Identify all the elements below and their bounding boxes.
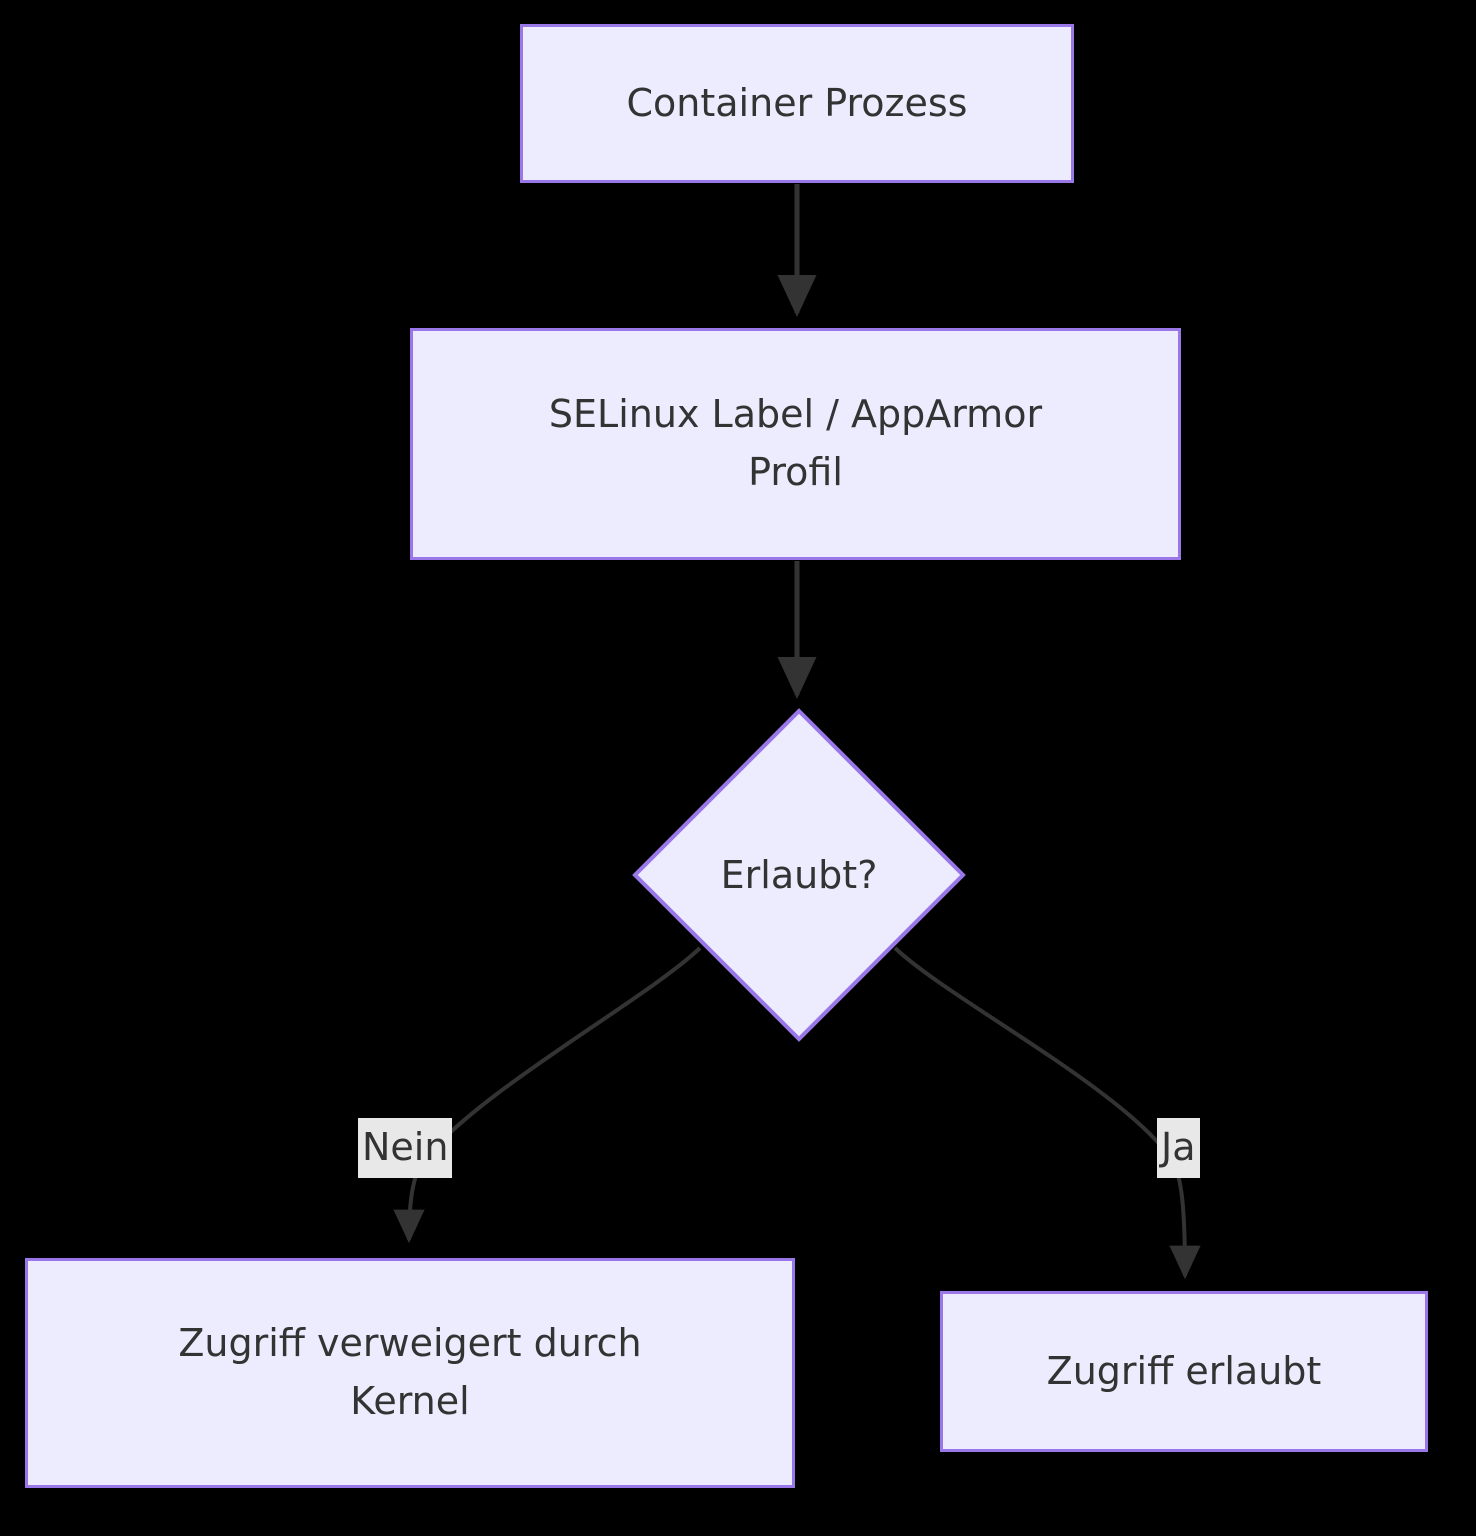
node-label: Container Prozess: [626, 80, 968, 125]
edge-label-ja: Ja: [1157, 1118, 1200, 1178]
node-label: Zugriff erlaubt: [1046, 1348, 1322, 1393]
edge-label-nein: Nein: [358, 1118, 453, 1178]
node-label: Zugriff verweigert durch Kernel: [178, 1321, 642, 1423]
node-erlaubt[interactable]: Erlaubt?: [631, 707, 967, 1043]
node-zugriff-verweigert[interactable]: Zugriff verweigert durch Kernel: [25, 1258, 795, 1488]
node-container-prozess[interactable]: Container Prozess: [520, 24, 1074, 183]
node-selinux-apparmor[interactable]: SELinux Label / AppArmor Profil: [410, 328, 1181, 560]
node-zugriff-erlaubt[interactable]: Zugriff erlaubt: [940, 1291, 1428, 1452]
diamond-shape: [632, 708, 966, 1042]
edge-erlaubt-nein: [393, 946, 702, 1244]
node-label: SELinux Label / AppArmor Profil: [548, 392, 1043, 494]
edge-erlaubt-ja: [893, 946, 1201, 1280]
